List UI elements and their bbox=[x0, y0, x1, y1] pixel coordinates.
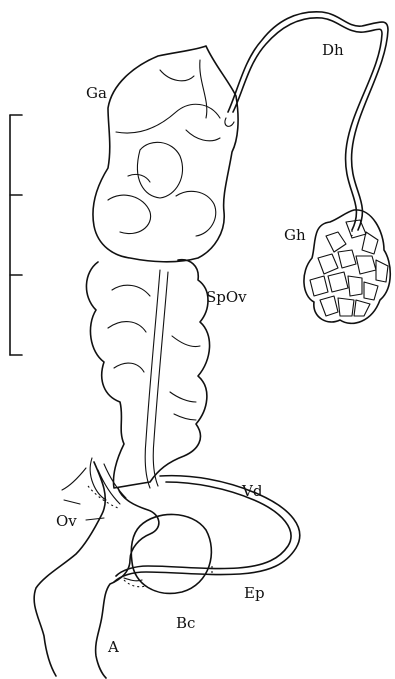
label-bc: Bc bbox=[176, 614, 195, 632]
label-vd: Vd bbox=[241, 482, 263, 500]
leader-lines bbox=[86, 518, 104, 520]
label-ep: Ep bbox=[244, 584, 265, 602]
bursa-copulatrix bbox=[131, 514, 211, 593]
vas-deferens bbox=[114, 476, 300, 582]
label-ov: Ov bbox=[56, 512, 77, 530]
label-gh: Gh bbox=[284, 226, 306, 244]
hermaphrodite-gland bbox=[304, 210, 390, 324]
scale-bar bbox=[10, 115, 22, 355]
spermoviduct bbox=[86, 260, 209, 488]
oviduct-and-atrium bbox=[34, 458, 159, 678]
label-dh: Dh bbox=[322, 41, 344, 59]
label-ga: Ga bbox=[86, 84, 107, 102]
hermaphrodite-duct bbox=[225, 12, 388, 230]
label-a: A bbox=[107, 638, 119, 656]
albumen-gland bbox=[93, 46, 238, 262]
label-spov: SpOv bbox=[206, 288, 247, 306]
